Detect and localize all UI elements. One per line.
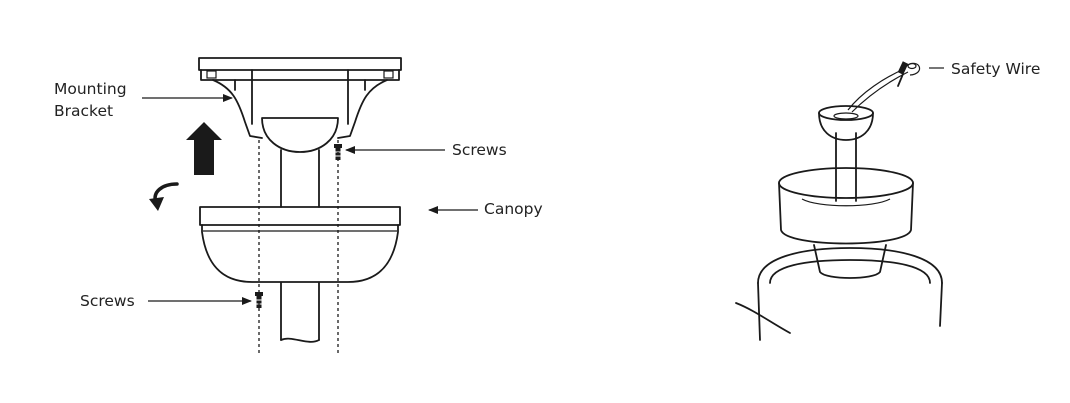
up-arrow-icon: [186, 122, 222, 175]
alignment-dashed-lines: [258, 140, 339, 355]
canopy: [199, 206, 401, 283]
mounting-bracket: [198, 57, 402, 153]
label-bracket: Bracket: [54, 102, 114, 120]
label-screws-lower: Screws: [80, 292, 135, 310]
right-figure: [735, 61, 944, 341]
downrod-upper: [280, 149, 320, 208]
label-screws-upper: Screws: [452, 141, 507, 159]
hanger-ball: [818, 105, 874, 141]
rotate-arrow-icon: [149, 182, 179, 211]
label-safety-wire: Safety Wire: [951, 60, 1041, 78]
lower-screw-icon: [255, 292, 263, 308]
left-figure: [142, 57, 478, 355]
safety-wire-clamp-icon: [897, 61, 909, 87]
motor-housing: [735, 247, 943, 341]
downrod-right: [835, 132, 857, 202]
coupling-cover: [813, 244, 887, 279]
downrod-lower: [280, 282, 320, 343]
safety-wire: [847, 62, 921, 113]
label-mounting: Mounting: [54, 80, 127, 98]
canopy-cup: [778, 167, 914, 245]
label-canopy: Canopy: [484, 200, 543, 218]
